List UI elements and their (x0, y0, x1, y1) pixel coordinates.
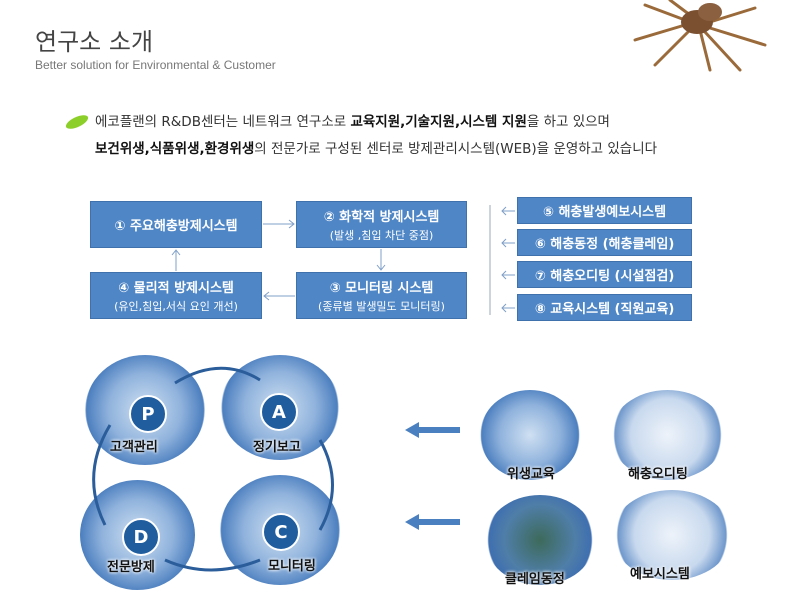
claim-photo (485, 495, 595, 585)
left-arrows (405, 422, 460, 530)
flow-box-1: ① 주요해충방제시스템 (90, 201, 262, 248)
cycle-letter-c: C (262, 513, 300, 551)
cycle-letter-p: P (129, 395, 167, 433)
cycle-label-c: 모니터링 (268, 559, 316, 574)
leaf-icon (65, 115, 89, 129)
cycle-letter-a: A (260, 393, 298, 431)
cycle-letter-d: D (122, 518, 160, 556)
audit-photo (610, 390, 725, 480)
education-photo (480, 390, 580, 480)
intro-line-1: 에코플랜의 R&DB센터는 네트워크 연구소로 교육지원,기술지원,시스템 지원… (95, 114, 610, 130)
flow-box-2: ② 화학적 방제시스템(발생 ,침입 차단 중점) (296, 201, 467, 248)
page-subtitle: Better solution for Environmental & Cust… (35, 58, 276, 72)
service-label-forecast: 예보시스템 (630, 567, 690, 582)
flow-box-4: ④ 물리적 방제시스템(유인,침입,서식 요인 개선) (90, 272, 262, 319)
service-label-education: 위생교육 (507, 467, 555, 482)
support-box-5: ⑤ 해충발생예보시스템 (517, 197, 692, 224)
page-title: 연구소 소개 (35, 28, 154, 56)
flow-box-3: ③ 모니터링 시스템(종류별 발생밀도 모니터링) (296, 272, 467, 319)
cycle-label-d: 전문방제 (107, 560, 155, 575)
service-label-claim: 클레임동정 (505, 572, 565, 587)
spider-image (633, 0, 767, 72)
intro-line-2: 보건위생,식품위생,환경위생의 전문가로 구성된 센터로 방제관리시스템(WEB… (95, 141, 658, 157)
flow-arrows (171, 205, 515, 315)
forecast-photo (612, 490, 732, 580)
support-box-6: ⑥ 해충동정 (해충클레임) (517, 229, 692, 256)
cycle-label-a: 정기보고 (253, 440, 301, 455)
service-label-audit: 해충오디팅 (628, 467, 688, 482)
cycle-label-p: 고객관리 (110, 440, 158, 455)
support-box-8: ⑧ 교육시스템 (직원교육) (517, 294, 692, 321)
cycle-arrows (92, 366, 334, 572)
support-box-7: ⑦ 해충오디팅 (시설점검) (517, 261, 692, 288)
